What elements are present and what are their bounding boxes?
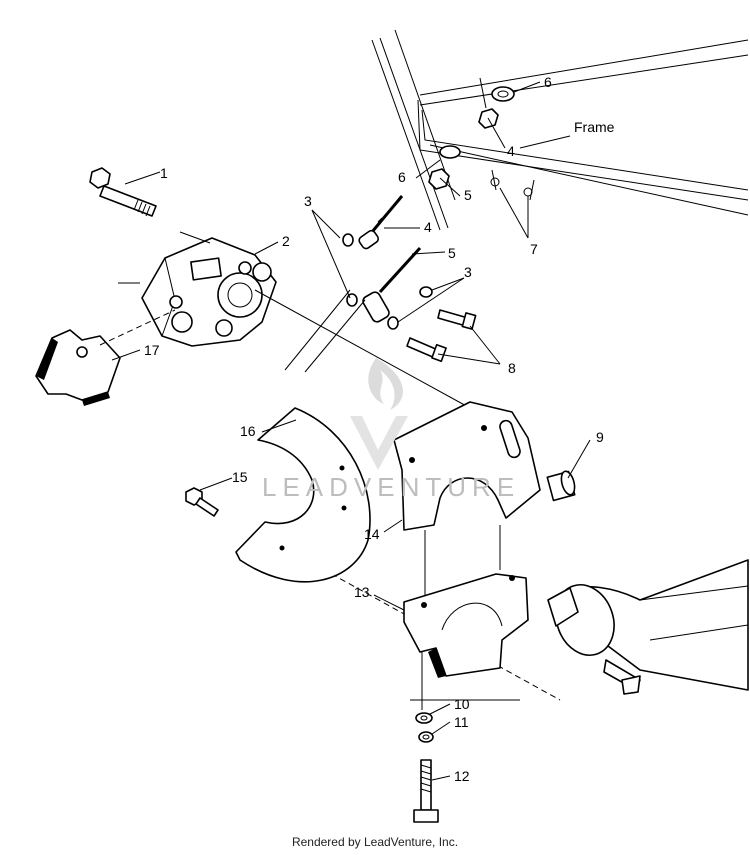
watermark: LEADVENTURE bbox=[262, 358, 520, 502]
callout-4-frame: 4 bbox=[507, 143, 515, 159]
callout-12: 12 bbox=[454, 768, 470, 784]
spacer-9 bbox=[546, 470, 576, 502]
axle-housing bbox=[547, 559, 749, 695]
bolt-15 bbox=[185, 487, 219, 517]
callout-3-left: 3 bbox=[304, 193, 312, 209]
footer-credit: Rendered by LeadVenture, Inc. bbox=[291, 835, 459, 849]
frame-bushing-6-upper bbox=[491, 86, 515, 102]
nut-10 bbox=[415, 712, 433, 724]
watermark-text: LEADVENTURE bbox=[262, 472, 520, 502]
callout-3-right: 3 bbox=[464, 264, 472, 280]
callout-17: 17 bbox=[144, 342, 160, 358]
callout-14: 14 bbox=[364, 526, 380, 542]
callout-4-rod: 4 bbox=[424, 219, 432, 235]
frame-bushing-6-lower bbox=[439, 145, 461, 159]
mount-bracket-14 bbox=[393, 401, 541, 531]
bolt-12 bbox=[413, 759, 439, 823]
bolt-1 bbox=[89, 167, 157, 217]
callout-frame: Frame bbox=[574, 119, 615, 135]
callout-5-upper: 5 bbox=[464, 187, 472, 203]
callout-labels: 1 2 3 3 4 4 5 5 6 6 7 8 9 10 11 12 13 14… bbox=[144, 74, 615, 784]
callout-16: 16 bbox=[240, 423, 256, 439]
washers-3 bbox=[342, 233, 433, 330]
callout-6-lower: 6 bbox=[398, 169, 406, 185]
callout-13: 13 bbox=[354, 584, 370, 600]
bolts-8 bbox=[406, 309, 477, 363]
callout-10: 10 bbox=[454, 696, 470, 712]
frame-bolt-4-upper bbox=[478, 77, 499, 129]
callout-5-lower: 5 bbox=[448, 245, 456, 261]
frame-nut-5-upper bbox=[428, 168, 450, 190]
brake-rod-lower bbox=[362, 246, 422, 323]
callout-11: 11 bbox=[454, 714, 469, 730]
callout-8: 8 bbox=[508, 360, 516, 376]
callout-7: 7 bbox=[530, 241, 538, 257]
callout-6-upper: 6 bbox=[544, 74, 552, 90]
callout-2: 2 bbox=[282, 233, 290, 249]
callout-9: 9 bbox=[596, 429, 604, 445]
cotter-pins-7 bbox=[490, 169, 535, 201]
brake-pad-17 bbox=[35, 329, 121, 406]
brake-disc-16 bbox=[235, 407, 371, 583]
brake-caliper-2 bbox=[141, 237, 277, 347]
brake-rod-upper bbox=[358, 195, 404, 250]
leader-lines bbox=[111, 81, 591, 781]
callout-15: 15 bbox=[232, 469, 248, 485]
mount-bracket-13 bbox=[403, 573, 529, 678]
washer-11 bbox=[418, 731, 434, 743]
callout-1: 1 bbox=[160, 165, 168, 181]
frame-structure bbox=[371, 29, 749, 231]
